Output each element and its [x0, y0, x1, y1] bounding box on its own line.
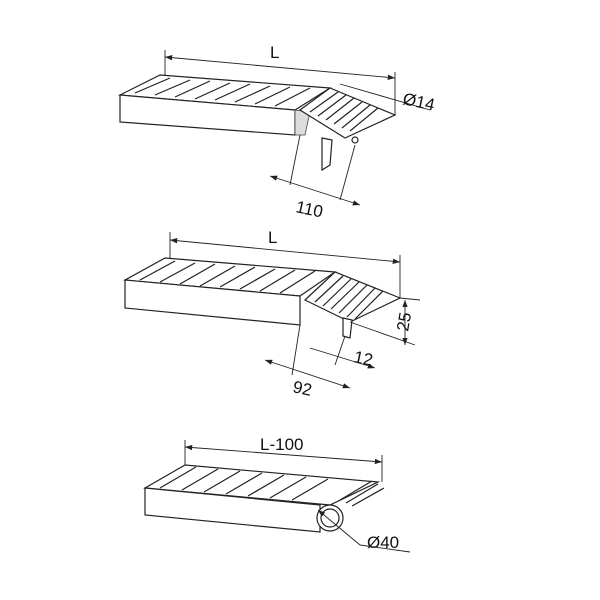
height-label: 25 — [393, 311, 415, 333]
length-label: L — [270, 43, 279, 62]
ramp-with-lip-drawing: L 25 12 92 — [122, 228, 421, 400]
ramp-grooves — [309, 91, 379, 132]
pin — [351, 136, 359, 144]
ramp-with-pin-drawing: L Ø14 110 — [117, 43, 437, 222]
offset-label: 110 — [294, 197, 324, 221]
tread-slats — [134, 77, 311, 107]
length-label: L-100 — [260, 435, 303, 454]
ramp-with-roller-drawing: L-100 Ø40 — [143, 435, 411, 553]
offset-label: 92 — [291, 377, 313, 400]
roller-diameter-label: Ø40 — [367, 533, 399, 552]
length-label: L — [268, 228, 277, 247]
pin-diameter-label: Ø14 — [401, 89, 436, 114]
lip-label: 12 — [352, 347, 374, 370]
